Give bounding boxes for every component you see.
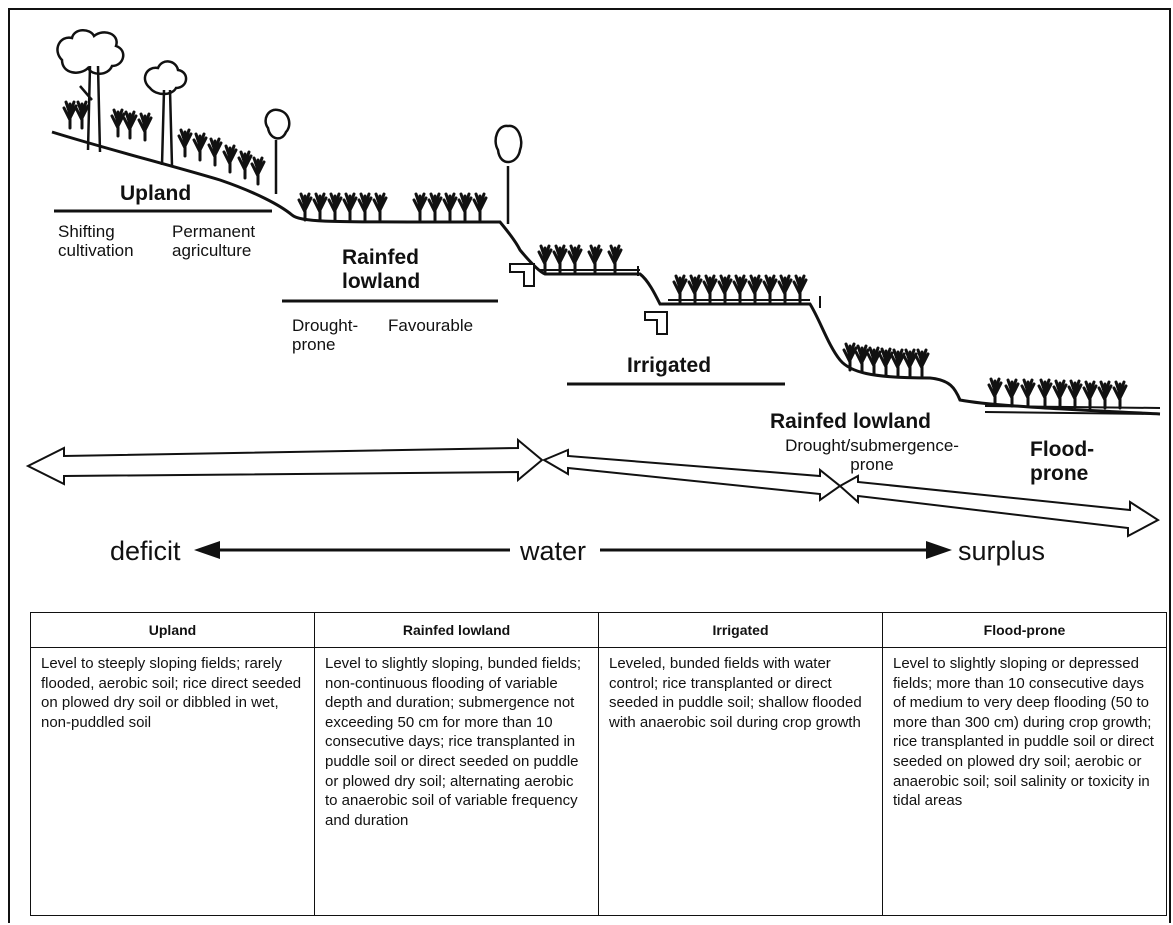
range-arrows xyxy=(25,437,1160,538)
flood-prone-label: Flood- prone xyxy=(1030,438,1095,485)
terrain-profile xyxy=(51,130,1161,416)
cell-rainfed-lowland: Level to slightly sloping, bunded fields… xyxy=(314,647,599,916)
drought-submergence-prone-label: Drought/submergence- prone xyxy=(785,436,959,474)
drought-prone-label: Drought- prone xyxy=(292,316,359,354)
water-axis-arrow xyxy=(194,541,952,559)
permanent-agriculture-label: Permanent agriculture xyxy=(172,222,256,260)
rice-plants-rainfed xyxy=(297,192,488,222)
table-row: Level to steeply sloping fields; rarely … xyxy=(30,647,1167,916)
upland-label: Upland xyxy=(120,182,192,205)
irrigated-label: Irrigated xyxy=(627,354,712,377)
cell-irrigated: Leveled, bunded fields with water contro… xyxy=(598,647,883,916)
header-flood-prone: Flood-prone xyxy=(882,612,1167,648)
water-line xyxy=(540,269,1161,415)
rice-plants-flood xyxy=(842,342,1128,410)
header-irrigated: Irrigated xyxy=(598,612,883,648)
deficit-label: deficit xyxy=(110,536,181,566)
ecosystem-table: Upland Rainfed lowland Irrigated Flood-p… xyxy=(30,612,1167,916)
surplus-label: surplus xyxy=(958,536,1046,566)
rainfed-lowland-lower-label: Rainfed lowland xyxy=(770,410,932,433)
landscape-diagram xyxy=(25,29,1161,559)
figure-frame xyxy=(8,8,1171,923)
cell-flood-prone: Level to slightly sloping or depressed f… xyxy=(882,647,1167,916)
water-label: water xyxy=(520,536,587,566)
rainfed-lowland-label: Rainfed lowland xyxy=(342,246,421,293)
header-rainfed-lowland: Rainfed lowland xyxy=(314,612,599,648)
table-header-row: Upland Rainfed lowland Irrigated Flood-p… xyxy=(30,612,1167,648)
shifting-cultivation-label: Shifting cultivation xyxy=(58,222,134,260)
underline xyxy=(54,209,785,386)
tree-icon xyxy=(56,29,523,224)
favourable-label: Favourable xyxy=(388,316,474,335)
header-upland: Upland xyxy=(30,612,315,648)
cell-upland: Level to steeply sloping fields; rarely … xyxy=(30,647,315,916)
bund xyxy=(509,263,821,335)
